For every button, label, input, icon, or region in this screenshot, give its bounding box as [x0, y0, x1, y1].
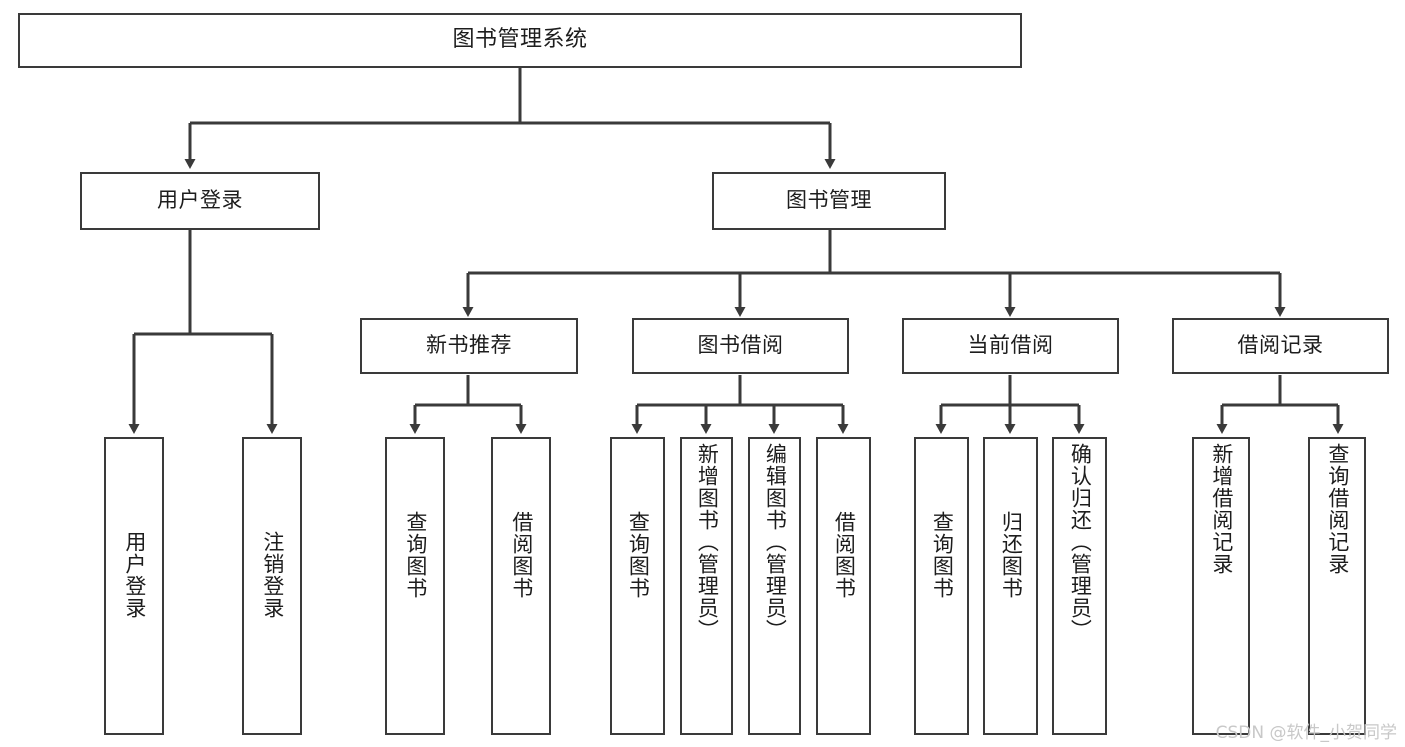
node-user-login-label: 用户登录 [157, 188, 243, 213]
csdn-watermark: CSDN @软件_小贺同学 [1215, 723, 1397, 743]
node-leaf-logout-label: 注销登录 [260, 531, 285, 619]
node-leaf-confirm-return[interactable]: 确认归还（管理员） [1052, 437, 1107, 735]
node-new-book-recommend-label: 新书推荐 [426, 333, 512, 358]
node-leaf-query-book-2[interactable]: 查询图书 [610, 437, 665, 735]
node-leaf-borrow-book-2-label: 借阅图书 [832, 511, 857, 599]
node-leaf-borrow-book-1-label: 借阅图书 [509, 511, 534, 599]
node-book-borrow-label: 图书借阅 [697, 333, 784, 358]
node-current-borrow-label: 当前借阅 [967, 333, 1054, 358]
node-leaf-return-book[interactable]: 归还图书 [983, 437, 1038, 735]
node-leaf-query-book-3-label: 查询图书 [930, 511, 955, 599]
node-leaf-query-book-3[interactable]: 查询图书 [914, 437, 969, 735]
node-leaf-add-book-label: 新增图书（管理员） [695, 443, 720, 641]
node-leaf-query-book-2-label: 查询图书 [626, 511, 651, 599]
node-leaf-add-record[interactable]: 新增借阅记录 [1192, 437, 1250, 735]
node-leaf-borrow-book-1[interactable]: 借阅图书 [491, 437, 551, 735]
node-leaf-query-record[interactable]: 查询借阅记录 [1308, 437, 1366, 735]
node-leaf-user-login[interactable]: 用户登录 [104, 437, 164, 735]
node-new-book-recommend[interactable]: 新书推荐 [360, 318, 578, 374]
node-leaf-add-book[interactable]: 新增图书（管理员） [680, 437, 733, 735]
node-book-borrow[interactable]: 图书借阅 [632, 318, 849, 374]
node-current-borrow[interactable]: 当前借阅 [902, 318, 1119, 374]
node-book-management-label: 图书管理 [786, 188, 872, 213]
node-borrow-record-label: 借阅记录 [1237, 333, 1324, 358]
node-leaf-return-book-label: 归还图书 [999, 511, 1024, 599]
node-leaf-edit-book[interactable]: 编辑图书（管理员） [748, 437, 801, 735]
node-leaf-add-record-label: 新增借阅记录 [1209, 443, 1234, 575]
node-root-system[interactable]: 图书管理系统 [18, 13, 1022, 68]
node-leaf-logout[interactable]: 注销登录 [242, 437, 302, 735]
node-leaf-query-book-1-label: 查询图书 [403, 511, 428, 599]
node-borrow-record[interactable]: 借阅记录 [1172, 318, 1389, 374]
node-book-management[interactable]: 图书管理 [712, 172, 946, 230]
node-leaf-edit-book-label: 编辑图书（管理员） [763, 443, 788, 641]
node-leaf-borrow-book-2[interactable]: 借阅图书 [816, 437, 871, 735]
node-root-system-label: 图书管理系统 [452, 27, 588, 53]
node-leaf-confirm-return-label: 确认归还（管理员） [1068, 443, 1093, 641]
node-leaf-query-book-1[interactable]: 查询图书 [385, 437, 445, 735]
node-leaf-user-login-label: 用户登录 [122, 531, 147, 619]
node-user-login[interactable]: 用户登录 [80, 172, 320, 230]
node-leaf-query-record-label: 查询借阅记录 [1325, 443, 1350, 575]
